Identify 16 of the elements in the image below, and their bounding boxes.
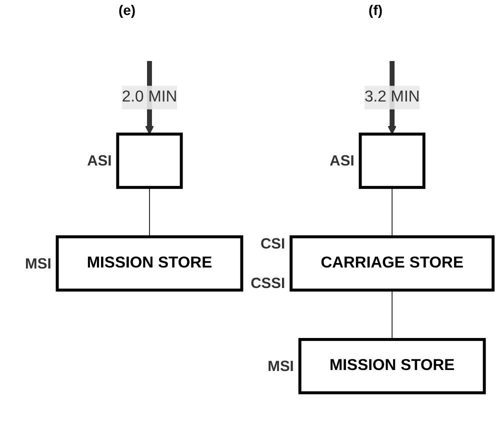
interface-label: ASI (87, 154, 112, 170)
interface-label: ASI (330, 154, 354, 170)
interface-label: CSSI (250, 276, 286, 292)
store-box: CARRIAGE STORE (290, 235, 495, 292)
interface-label: MSI (25, 256, 52, 272)
connector (392, 186, 393, 238)
connector (392, 290, 393, 340)
interface-label: CSI (260, 236, 286, 253)
edge-label: 3.2 MIN (364, 88, 420, 106)
panel-label: (f) (368, 2, 383, 18)
edge-label: 2.0 MIN (122, 88, 178, 106)
store-box: MISSION STORE (56, 235, 244, 292)
store-box: MISSION STORE (298, 338, 486, 394)
panel-label: (e) (118, 2, 136, 18)
connector (149, 186, 150, 238)
interface-label: MSI (268, 359, 294, 376)
